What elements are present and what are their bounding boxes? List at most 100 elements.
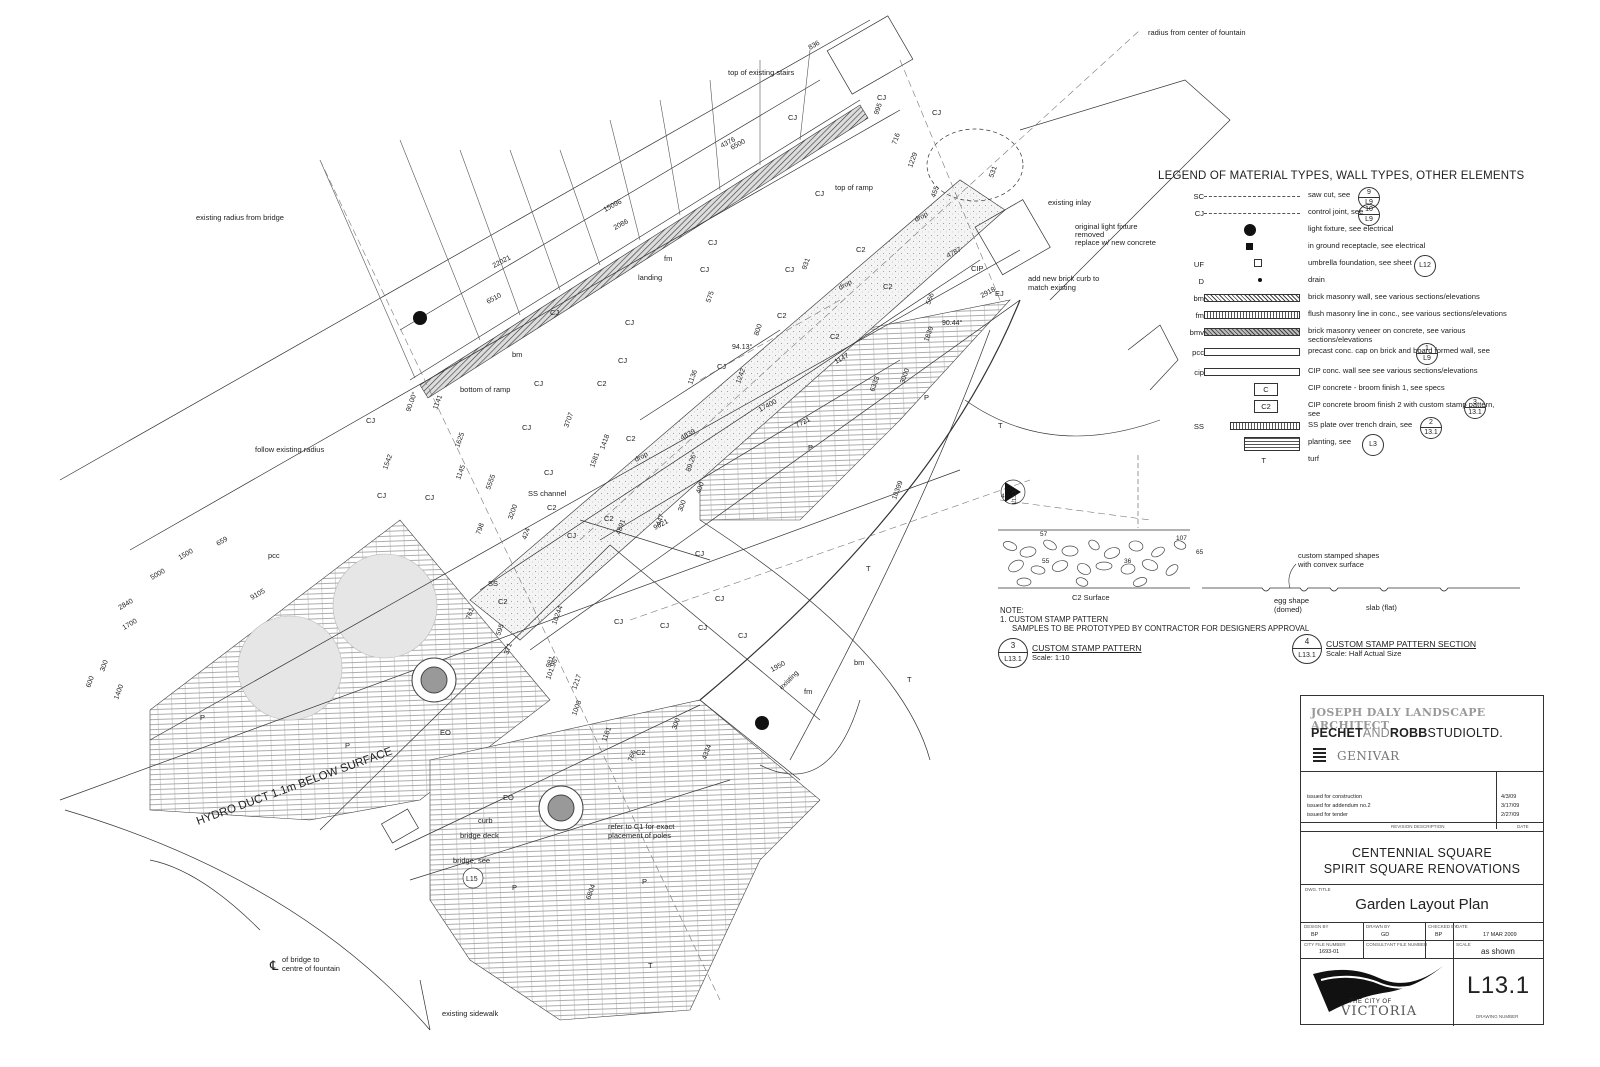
- legend-swatch: C: [1254, 383, 1278, 396]
- consultant-file-label: CONSULTANT FILE NUMBER: [1366, 942, 1428, 947]
- dimension-label: 300: [671, 717, 682, 730]
- legend-description: precast conc. cap on brick and board for…: [1308, 346, 1490, 355]
- legend-code: pcc: [1192, 348, 1204, 357]
- ramp-band: [419, 104, 1006, 641]
- legend-swatch: [1254, 259, 1262, 267]
- firm-genivar: GENIVAR: [1337, 749, 1400, 763]
- dimension-label: 766: [627, 749, 638, 762]
- firm-part: AND: [1362, 726, 1390, 740]
- control-joint-label: CJ: [815, 189, 824, 198]
- dimension-label: 1625: [454, 432, 466, 449]
- label-radius-fountain: radius from center of fountain: [1148, 28, 1246, 37]
- control-joint-label: CJ: [522, 423, 531, 432]
- control-joint-label: CJ: [877, 93, 886, 102]
- ref-number: 9: [1359, 188, 1379, 198]
- legend-description: umbrella foundation, see sheet: [1308, 258, 1412, 267]
- stamp-egg-shape: [1103, 547, 1121, 559]
- legend-swatch: [1204, 213, 1300, 214]
- legend-description: in ground receptacle, see electrical: [1308, 241, 1426, 250]
- dimension-label: 1145: [455, 464, 467, 481]
- label-cl-bridge: of bridge to: [282, 955, 320, 964]
- dimension-label: 424: [521, 527, 532, 540]
- c2-concrete-label: C2: [777, 311, 787, 320]
- dimension-label: 1839: [923, 326, 935, 343]
- legend-code: SC: [1193, 192, 1204, 201]
- control-joint-label: CJ: [377, 491, 386, 500]
- dimension-label: 1418: [599, 434, 611, 451]
- callout-title: CUSTOM STAMP PATTERN SECTION: [1326, 639, 1477, 649]
- drawing-title: Garden Layout Plan: [1355, 896, 1489, 913]
- legend-swatch: [1204, 196, 1300, 197]
- legend-description: flush masonry line in conc., see various…: [1308, 309, 1507, 318]
- label-removed: removed: [1075, 230, 1104, 239]
- ref-sheet: L9: [1423, 355, 1431, 362]
- label-planting-2: P: [345, 741, 350, 750]
- legend-swatch: [1204, 348, 1300, 356]
- control-joint-label: CJ: [698, 623, 707, 632]
- detail-dim-5: 65: [1196, 549, 1204, 556]
- label-bridge-ref: L15: [466, 876, 478, 883]
- legend-code: UF: [1193, 260, 1204, 269]
- control-joint-label: CJ: [534, 379, 543, 388]
- dimension-label: 371: [503, 642, 514, 655]
- stamp-egg-shape: [1051, 560, 1069, 572]
- legend-code: cip: [1194, 368, 1204, 377]
- date-value: 17 MAR 2009: [1483, 932, 1517, 938]
- ref-number: 10: [1359, 205, 1379, 215]
- legend-code: bm: [1193, 294, 1204, 303]
- legend-swatch: [1204, 294, 1300, 302]
- scale-value: as shown: [1481, 947, 1515, 956]
- control-joint-label: CJ: [932, 108, 941, 117]
- dimension-label: 1950: [770, 660, 787, 674]
- date-label: DATE: [1456, 924, 1468, 929]
- dimension-label: 659: [216, 536, 230, 548]
- firm-part: STUDIOLTD.: [1427, 726, 1503, 740]
- dimension-label: 1400: [113, 684, 125, 701]
- legend-item: CCCIP concrete - broom finish 1, see spe…: [1158, 383, 1598, 400]
- callout-sheet: L13.1: [1004, 656, 1022, 663]
- control-joint-label: CJ: [788, 113, 797, 122]
- dimension-label: 4334: [701, 744, 713, 761]
- label-ss: SS: [488, 579, 498, 588]
- detail-dim-1: 57: [1040, 531, 1048, 538]
- legend-item: light fixture, see electrical: [1158, 224, 1598, 241]
- legend-swatch: [1204, 311, 1300, 319]
- c2-surface-detail: C2 Surface 57 55 36 107 65 4 L13.1 custo…: [998, 455, 1520, 614]
- label-existing-radius-bridge: existing radius from bridge: [196, 213, 284, 222]
- slab-label: slab (flat): [1366, 603, 1397, 612]
- label-bridge-deck: bridge deck: [460, 831, 499, 840]
- label-bm-1: bm: [512, 350, 522, 359]
- control-joint-label: CJ: [618, 356, 627, 365]
- control-joint-label: CJ: [366, 416, 375, 425]
- detail-dim-2: 55: [1042, 558, 1050, 565]
- label-turf-1: T: [998, 421, 1003, 430]
- legend-description: brick masonry veneer on concrete, see va…: [1308, 326, 1466, 344]
- c2-concrete-label: C2: [830, 332, 840, 341]
- label-refer-c1: refer to C1 for exact: [608, 822, 675, 831]
- c2-concrete-label: C2: [626, 434, 636, 443]
- dimension-label: 3000: [899, 368, 911, 385]
- legend-code: bmv: [1189, 328, 1204, 337]
- label-existing-inlay: existing inlay: [1048, 198, 1091, 207]
- label-placement-poles: placement of poles: [608, 831, 671, 840]
- section-marker-bottom: L13.1: [1012, 490, 1018, 504]
- stamp-egg-shape: [1141, 559, 1159, 571]
- callout-scale: Scale: Half Actual Size: [1326, 649, 1402, 658]
- legend-description: CIP concrete - broom finish 1, see specs: [1308, 383, 1445, 392]
- legend-description: brick masonry wall, see various sections…: [1308, 292, 1480, 301]
- dimension-label: 800: [753, 323, 764, 336]
- control-joint-label: CJ: [614, 617, 623, 626]
- ref-number: 3: [1465, 398, 1485, 408]
- ref-sheet: 13.1: [1424, 429, 1438, 436]
- label-follow-radius: follow existing radius: [255, 445, 324, 454]
- label-cip: CIP: [971, 264, 984, 273]
- stamp-egg-shape: [1008, 559, 1024, 573]
- firm-pechet-robb: PECHETANDROBBSTUDIOLTD.: [1311, 726, 1503, 740]
- legend-item: bm brick masonry wall, see various sectio…: [1158, 292, 1598, 309]
- legend-swatch: [1244, 224, 1256, 236]
